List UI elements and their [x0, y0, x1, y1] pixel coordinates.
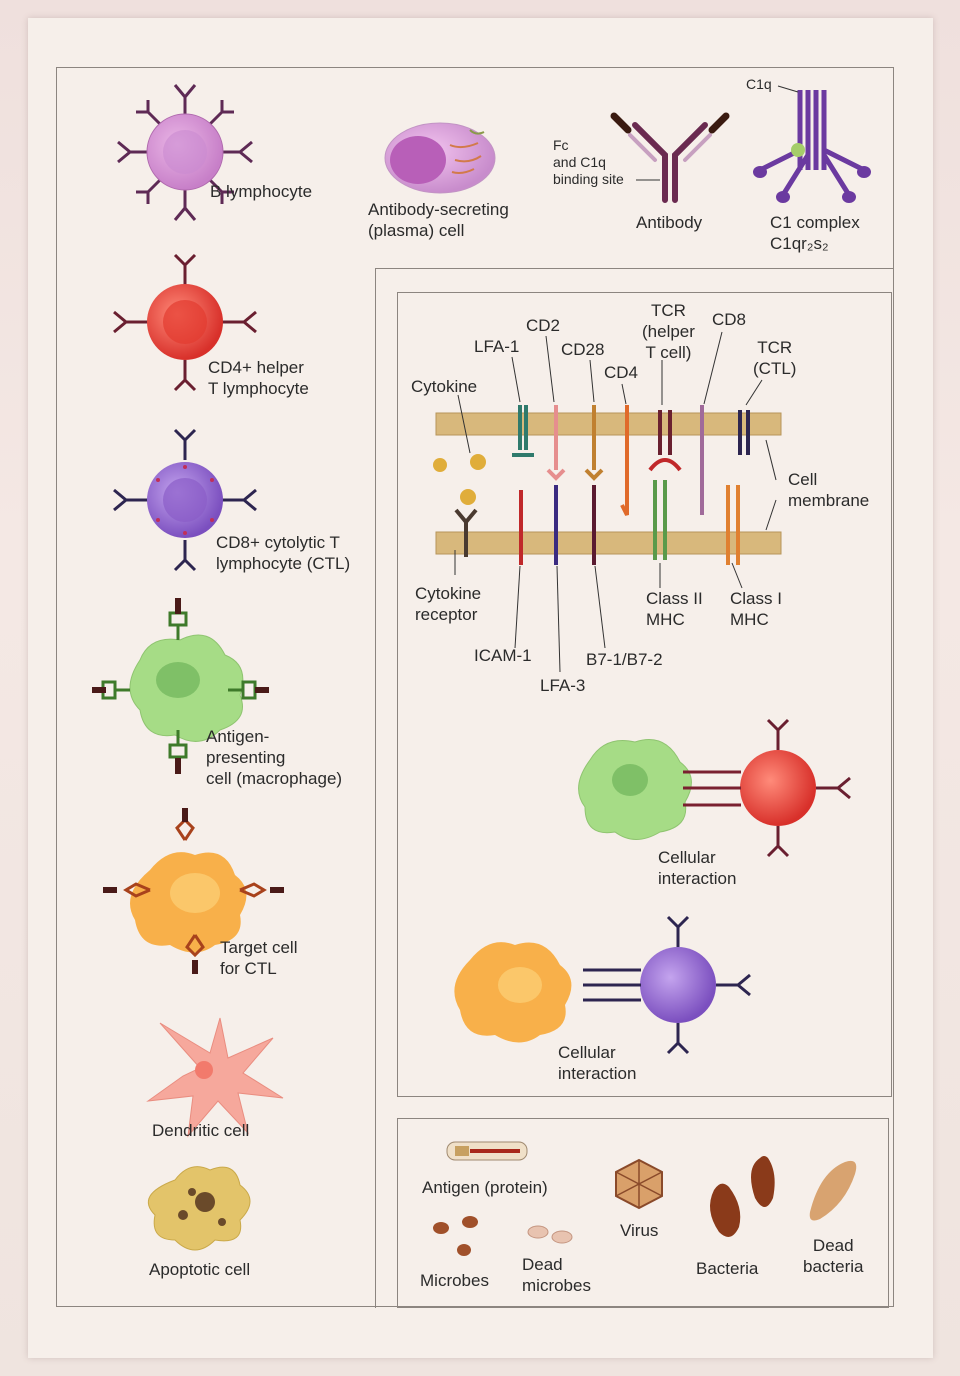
cellular-interaction-label-2: Cellular interaction: [558, 1043, 637, 1083]
c1-complex: [753, 85, 871, 203]
legend-panel-frame: [397, 1118, 889, 1308]
b-lymphocyte-cell: [117, 84, 253, 221]
target-cell: [103, 808, 284, 974]
dead-bacteria-label: Dead bacteria: [803, 1236, 864, 1276]
antigen-presenting-cell: [92, 598, 269, 774]
b-lymphocyte-label: B lymphocyte: [210, 182, 313, 201]
right-inner-frame: [375, 268, 894, 1308]
cytokine-label: Cytokine: [411, 377, 478, 396]
antigen-label: Antigen (protein): [422, 1178, 548, 1197]
cd4-label: CD4: [604, 363, 639, 382]
virus-label: Virus: [620, 1221, 659, 1240]
cd8-label: CD8: [712, 310, 747, 329]
bacteria-label: Bacteria: [696, 1259, 759, 1278]
fc-site-label: Fc and C1q binding site: [553, 137, 624, 187]
cytokines: [433, 454, 486, 505]
apc-label: Antigen- presenting cell (macrophage): [206, 727, 343, 788]
lfa3-label: LFA-3: [540, 676, 586, 695]
dead-microbes-label: Dead microbes: [522, 1255, 591, 1295]
legend-icons: [433, 1141, 857, 1256]
interaction-target-ctl: [454, 915, 751, 1055]
cd2-label: CD2: [526, 316, 561, 335]
c1-complex-label: C1 complex C1qr₂s₂: [770, 213, 860, 253]
microbes-label: Microbes: [420, 1271, 489, 1290]
apoptotic-cell: [147, 1166, 251, 1251]
outer-frame: [56, 67, 894, 1307]
cd8-ctl-cell: [113, 428, 257, 572]
lfa1-label: LFA-1: [474, 337, 520, 356]
plasma-cell-label: Antibody-secreting (plasma) cell: [368, 200, 509, 240]
antibody-label: Antibody: [636, 213, 703, 232]
class2-mhc-label: Class II MHC: [646, 589, 703, 629]
cytokine-receptor-label: Cytokine receptor: [415, 584, 482, 624]
b7-label: B7-1/B7-2: [586, 650, 663, 669]
dendritic-label: Dendritic cell: [152, 1121, 250, 1140]
cellular-interaction-label-1: Cellular interaction: [658, 848, 737, 888]
plasma-cell: [384, 122, 496, 194]
cell-membrane-label: Cell membrane: [788, 470, 870, 510]
cd8-ctl-label: CD8+ cytolytic T lymphocyte (CTL): [216, 533, 351, 573]
cd4-helper-label: CD4+ helper T lymphocyte: [208, 358, 309, 398]
tcr-helper-label: TCR (helper T cell): [642, 301, 695, 362]
membrane-receptors: [512, 405, 750, 565]
cd28-label: CD28: [561, 340, 605, 359]
class1-mhc-label: Class I MHC: [730, 589, 782, 629]
apoptotic-label: Apoptotic cell: [149, 1260, 251, 1279]
membrane-panel-frame: [397, 292, 892, 1097]
cd4-helper-t-cell: [113, 253, 257, 392]
cytokine-receptor-molecule: [454, 508, 478, 557]
icam1-label: ICAM-1: [474, 646, 532, 665]
pointer-lines: [454, 331, 777, 673]
target-cell-label: Target cell for CTL: [220, 938, 298, 978]
interaction-apc-helper: [578, 718, 851, 858]
tcr-ctl-label: TCR (CTL): [753, 338, 797, 378]
antibody-molecule: [610, 112, 730, 203]
c1q-label: C1q: [746, 76, 772, 92]
dendritic-cell: [146, 1017, 284, 1138]
